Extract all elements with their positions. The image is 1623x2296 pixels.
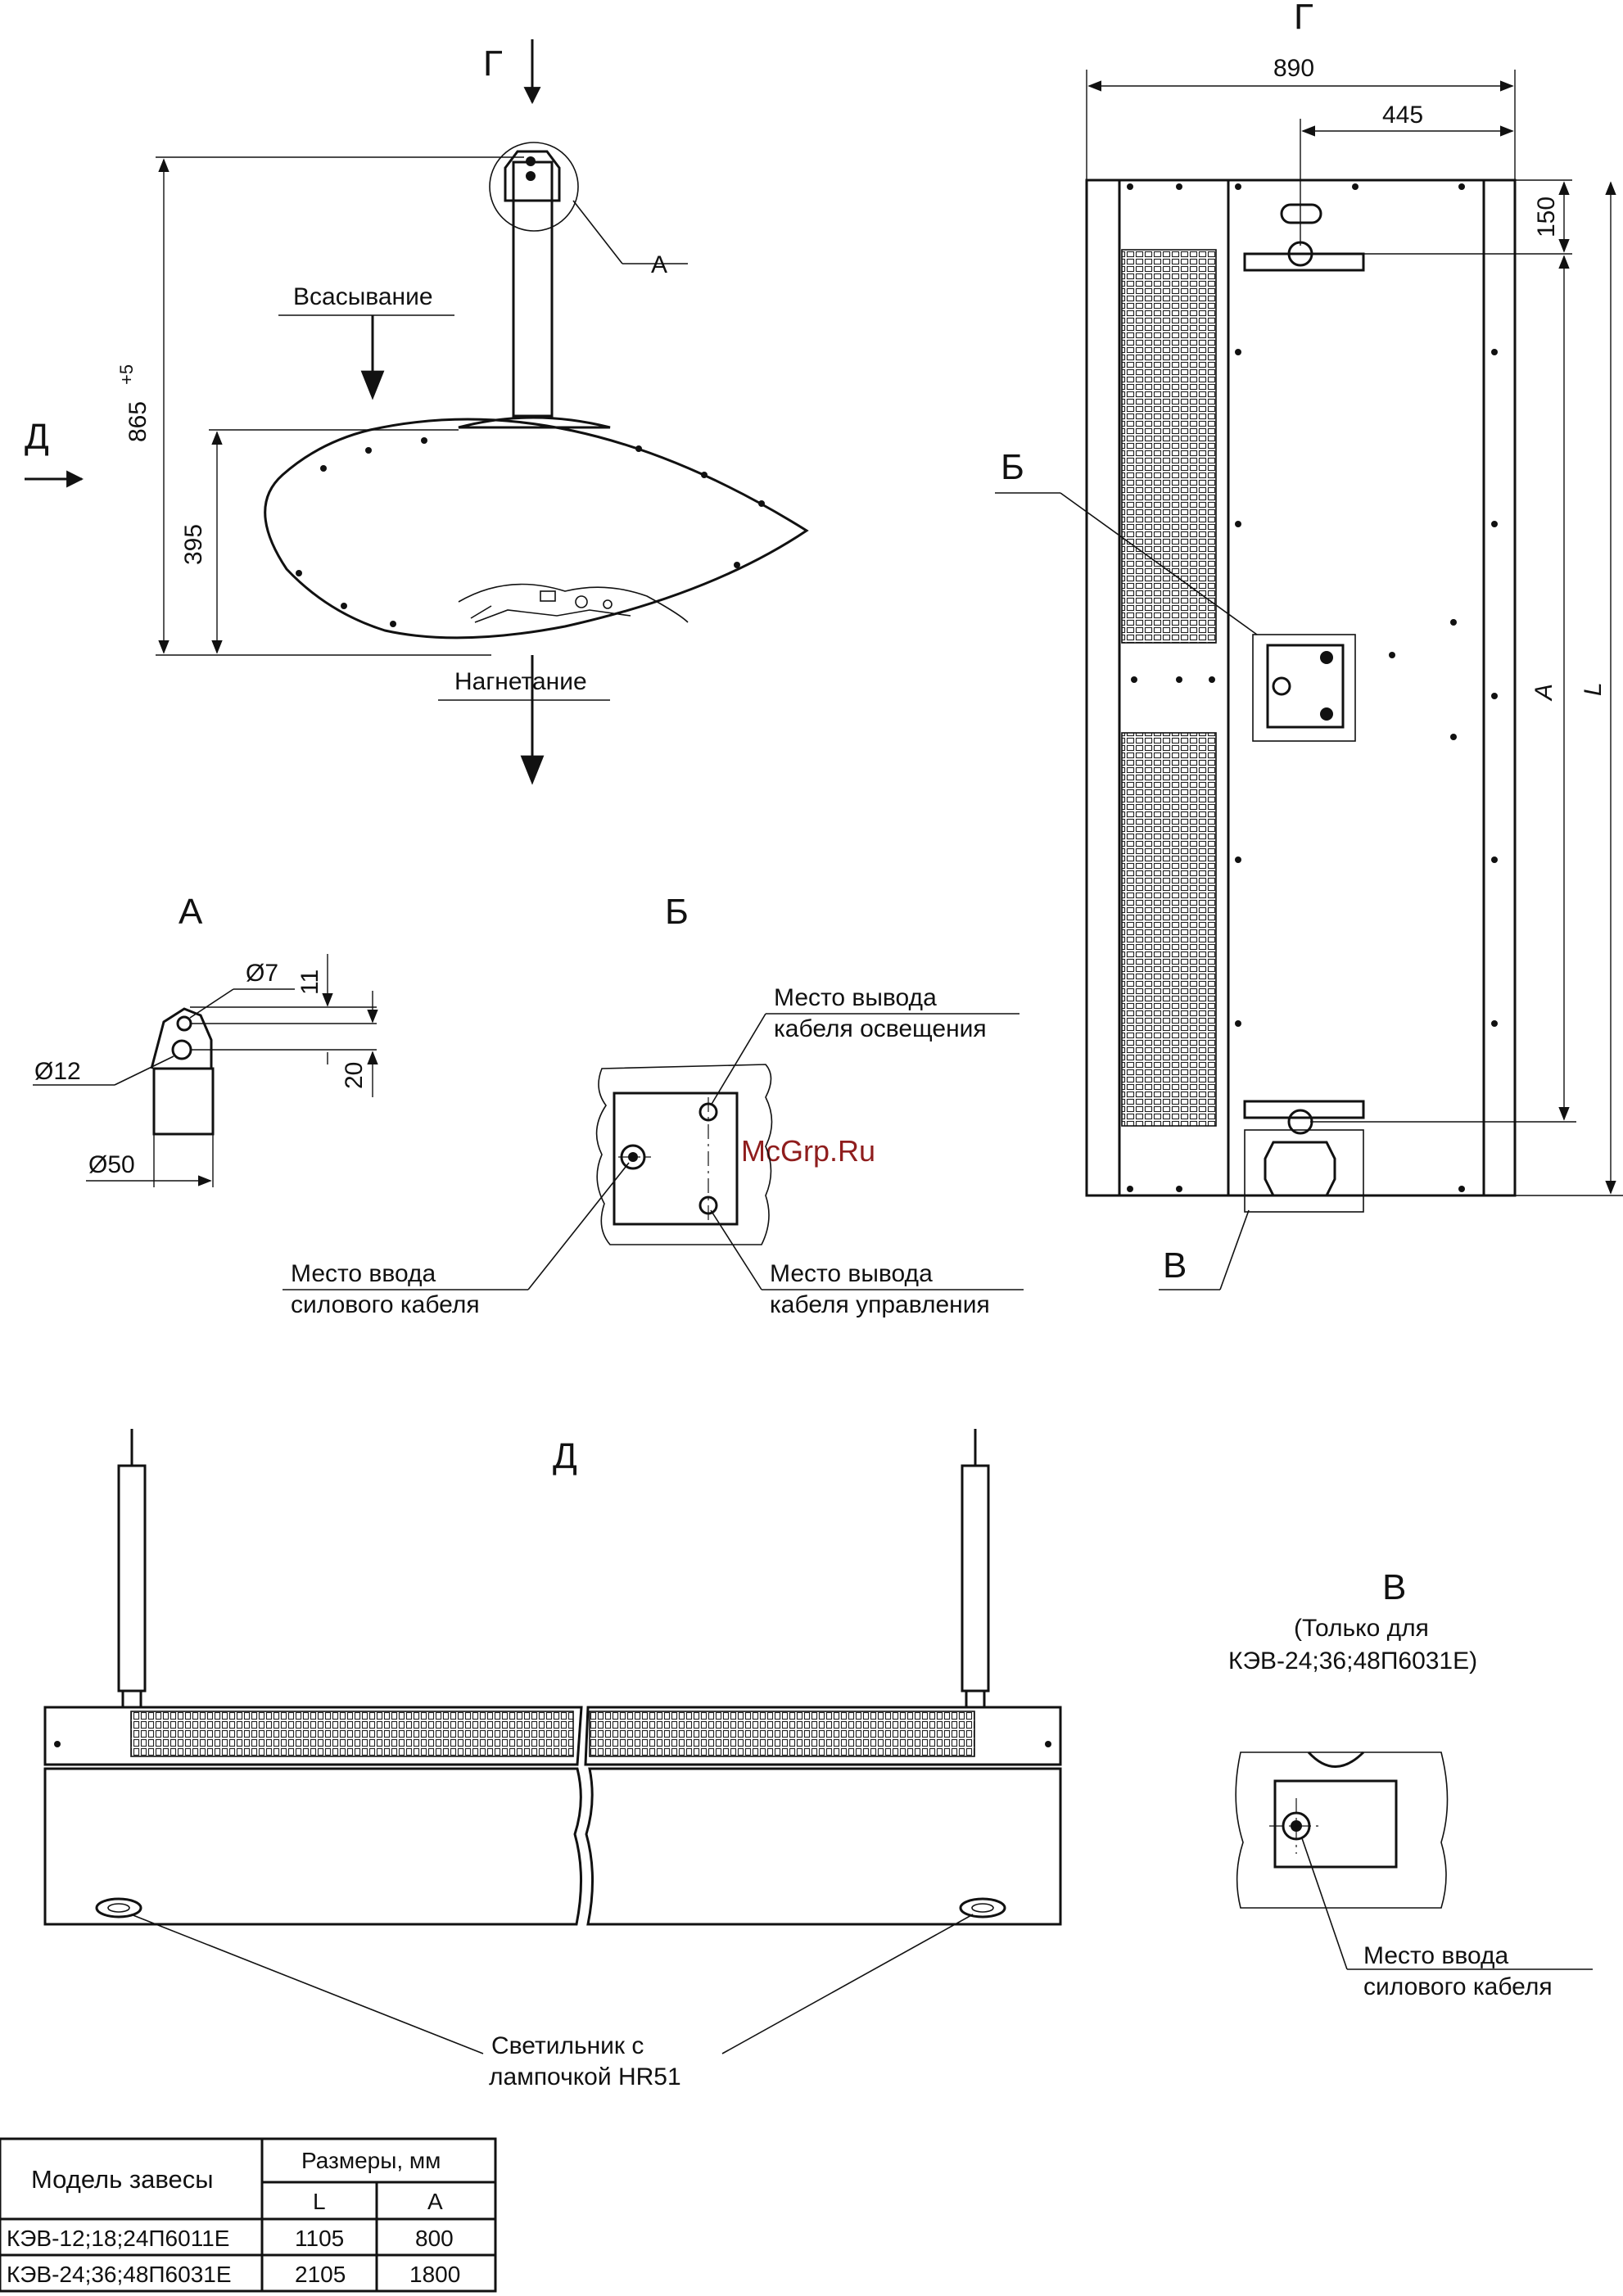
watermark: McGrp.Ru (741, 1134, 875, 1168)
detail-v-box (1273, 1779, 1398, 1869)
detail-v-title: В (1382, 1567, 1406, 1607)
detail-a-tube (152, 1067, 215, 1136)
light-cable-label-1: Место вывода (774, 984, 937, 1011)
table-row-1-a: 800 (415, 2226, 454, 2251)
power-cable-label-1: Место ввода (291, 1260, 436, 1287)
detail-v-ref: В (1163, 1245, 1187, 1286)
lamp-label-1: Светильник с (491, 2032, 644, 2059)
intake-grille-lower (1121, 732, 1217, 1127)
dim-11: 11 (296, 969, 323, 995)
front-body-top-right (584, 1706, 1062, 1766)
detail-a-title: А (179, 892, 203, 932)
dim-20: 20 (341, 1062, 368, 1089)
side-view: Г А Всасывание (25, 39, 809, 785)
table-row-2-l: 2105 (295, 2262, 346, 2287)
front-grille-right (589, 1711, 975, 1757)
front-hanger-left (117, 1464, 147, 1693)
dim-890: 890 (1273, 55, 1314, 82)
dim-tube-50: Ø50 (88, 1151, 135, 1178)
control-cable-label-2: кабеля управления (770, 1291, 990, 1318)
dim-865: 865 (124, 401, 151, 442)
dim-395: 395 (180, 524, 207, 565)
top-view-title: Г (1294, 0, 1313, 37)
table-header-model: Модель завесы (31, 2165, 213, 2194)
power-cable-label-2: силового кабеля (291, 1291, 480, 1318)
dim-445: 445 (1382, 102, 1423, 129)
detail-b-title: Б (665, 892, 689, 932)
detail-a-lug (150, 1007, 213, 1069)
light-cable-label-2: кабеля освещения (774, 1015, 987, 1042)
front-body-top-left (43, 1706, 583, 1766)
control-cable-label-1: Место вывода (770, 1260, 933, 1287)
detail-v: В (Только для КЭВ-24;36;48П6031Е) Место … (1228, 1567, 1593, 2000)
detail-b-broken-outline (595, 1064, 773, 1245)
view-label-d: Д (25, 417, 49, 457)
dimensions-table: Модель завесы Размеры, мм L A КЭВ-12;18;… (0, 2137, 497, 2293)
front-view-title: Д (553, 1436, 577, 1476)
dim-a: A (1530, 684, 1557, 702)
table-row-1-model: КЭВ-12;18;24П6011Е (7, 2226, 229, 2251)
detail-a-callout-circle (489, 142, 579, 232)
detail-v-note-2: КЭВ-24;36;48П6031Е) (1228, 1647, 1477, 1675)
dim-hole-7: Ø7 (246, 960, 278, 987)
top-view: Г 890 445 (995, 0, 1623, 1290)
front-grille-left (130, 1711, 574, 1757)
detail-v-area (1244, 1129, 1364, 1213)
detail-a: А Ø7 Ø12 Ø50 11 20 (33, 892, 378, 1187)
table-header-dims: Размеры, мм (301, 2148, 441, 2173)
table-row-1-l: 1105 (295, 2226, 344, 2251)
table-header-a: A (427, 2189, 443, 2214)
lamp-right (959, 1897, 1006, 1919)
detail-b: Б Место вывода кабеля освещения Место вв… (283, 892, 1024, 1318)
front-body-lower-right (585, 1767, 1062, 1926)
discharge-label: Нагнетание (454, 668, 587, 695)
dim-l: L (1580, 682, 1607, 696)
front-body-lower-left (43, 1767, 583, 1926)
dim-865-tolerance: +5 (116, 364, 137, 385)
intake-grille-upper (1121, 249, 1217, 644)
table-row-2-model: КЭВ-24;36;48П6031Е (7, 2262, 232, 2287)
front-hanger-right (961, 1464, 990, 1693)
curtain-body-section (264, 418, 809, 640)
table-row-2-a: 1800 (409, 2262, 460, 2287)
detail-b-ref: Б (1001, 447, 1024, 487)
detail-v-note-1: (Только для (1294, 1615, 1429, 1642)
front-view: Д Светильник с лампочкой HR51 (43, 1429, 1062, 2090)
table-header-l: L (313, 2189, 326, 2214)
detail-v-power-label-2: силового кабеля (1363, 1973, 1553, 2000)
detail-b-area (1252, 634, 1356, 742)
hanger-bracket-bottom (1243, 1100, 1365, 1119)
suction-label: Всасывание (293, 283, 433, 310)
hanger-bracket-top (1243, 252, 1365, 272)
lamp-label-2: лампочкой HR51 (489, 2063, 681, 2090)
dim-150: 150 (1533, 197, 1560, 237)
hanger-bracket (504, 150, 561, 202)
detail-b-box (613, 1092, 739, 1226)
dim-hole-12: Ø12 (34, 1058, 81, 1085)
detail-v-power-label-1: Место ввода (1363, 1942, 1509, 1969)
detail-v-broken-outline (1235, 1751, 1449, 1909)
lamp-left (95, 1897, 142, 1919)
view-label-g: Г (483, 43, 503, 84)
top-plate (458, 416, 611, 429)
detail-a-ref: А (651, 251, 667, 278)
